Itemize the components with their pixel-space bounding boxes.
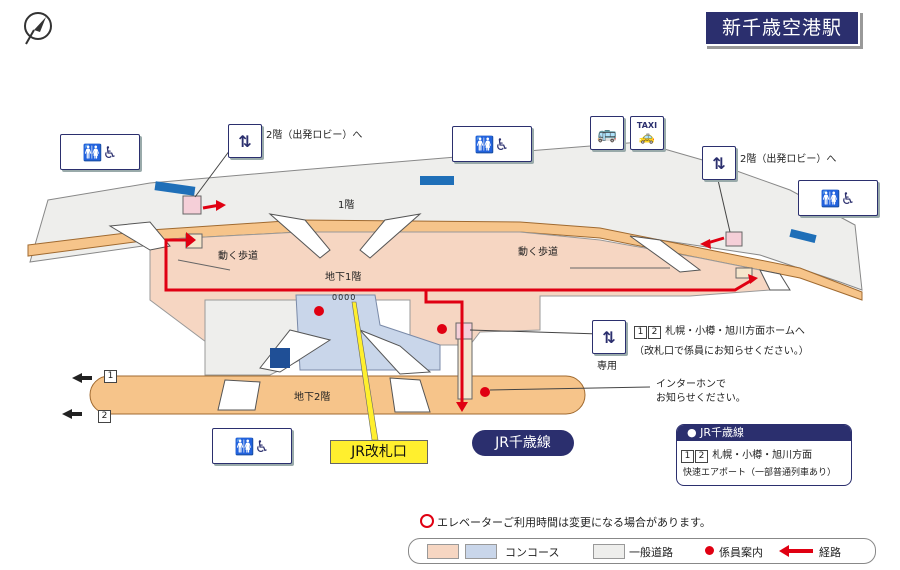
key-concourse: コンコース [505,546,560,559]
jr-line-label: JR千歳線 [472,430,574,456]
jr-gate-label: JR改札口 [330,440,428,464]
b2-label: 地下2階 [294,392,331,403]
map-key: コンコース 一般道路 係員案内 経路 [408,538,876,564]
elevator-notice: エレベーターご利用時間は変更になる場合があります。 [420,514,711,530]
floor1-label: 1階 [338,200,355,211]
staff-marker-icon [705,546,714,555]
dedicated-label: 専用 [597,361,617,372]
restroom-icon: 🚻♿ [60,134,140,170]
line-legend-row2: 快速エアポート（一部普通列車あり） [683,468,837,478]
restroom-icon: 🚻♿ [212,428,292,464]
walkway-left-label: 動く歩道 [218,251,258,262]
track-1-label: 1 [104,370,118,383]
elevator-icon: ⇅ [702,146,736,180]
key-swatch-blue [465,544,497,559]
entrance-marks [154,176,817,368]
elevator-icon: ⇅ [592,320,626,354]
platform-elevator-note: （改札口で係員にお知らせください。） [634,346,809,357]
track-2-label: 2 [98,410,112,423]
b1-label: 地下1階 [325,272,362,283]
key-route: 経路 [819,546,841,559]
compass-icon [24,12,52,45]
restroom-icon: 🚻♿ [452,126,532,162]
gate-counter: 0000 [332,293,357,302]
track-arrows [62,373,92,419]
b2-platform [89,375,586,415]
key-swatch-gray [593,544,625,559]
elevator-icon: ⇅ [228,124,262,158]
route-arrow-icon [779,545,813,557]
stairs [108,213,791,413]
elevator-right-label: 2階（出発ロビー）へ [740,154,837,165]
key-swatch-pink [427,544,459,559]
walkway-right-label: 動く歩道 [518,247,558,258]
taxi-icon: TAXI🚕 [630,116,664,150]
restroom-icon: 🚻♿ [798,180,878,216]
elevator-left-label: 2階（出発ロビー）へ [266,130,363,141]
intercom-label: インターホンで お知らせください。 [656,379,746,404]
staff-markers [314,306,490,397]
key-general-road: 一般道路 [629,546,673,559]
bus-icon: 🚌 [590,116,624,150]
line-legend-title: ● JR千歳線 [677,425,851,441]
route-arrowheads [186,200,758,412]
station-name: 新千歳空港駅 [704,10,860,46]
key-staff: 係員案内 [719,546,763,559]
